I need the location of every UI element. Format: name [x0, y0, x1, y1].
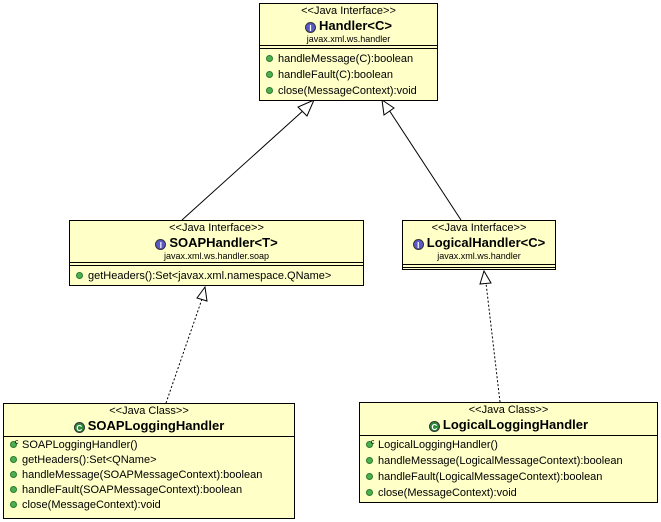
constructor-row: SOAPLoggingHandler() [10, 435, 294, 453]
public-method-icon [366, 457, 373, 464]
stereotype-label: <<Java Interface>> [301, 5, 396, 17]
public-method-icon [76, 272, 83, 279]
stereotype-label: <<Java Interface>> [431, 222, 527, 234]
public-method-icon [10, 456, 17, 463]
package-label: javax.xml.ws.handler [437, 251, 521, 261]
method-row: getHeaders():Set<QName> [10, 453, 294, 468]
class-name: LogicalLoggingHandler [442, 417, 589, 432]
constructor-icon [366, 435, 375, 451]
method-row: close(MessageContext):void [266, 83, 437, 99]
soaphandler-extends-arrowhead [297, 99, 315, 117]
soaphandler-extends-line [181, 108, 306, 221]
class-name: LogicalHandler<C> [426, 235, 546, 250]
logicallogging-implements-arrowhead [479, 269, 492, 285]
method-row: close(MessageContext):void [366, 485, 657, 501]
package-label: javax.xml.ws.handler [306, 34, 391, 44]
interface-icon: I [305, 22, 316, 33]
logicalhandler-extends-arrowhead [381, 98, 395, 116]
public-method-icon [366, 489, 373, 496]
public-method-icon [10, 471, 17, 478]
stereotype-label: <<Java Class>> [109, 405, 189, 417]
method-row: handleMessage(C):boolean [266, 51, 437, 67]
constructor-icon [10, 435, 19, 450]
public-method-icon [366, 473, 373, 480]
stereotype-label: <<Java Class>> [468, 404, 549, 416]
interface-icon: I [155, 239, 167, 250]
public-method-icon [266, 87, 273, 94]
method-row: getHeaders():Set<javax.xml.namespace.QNa… [76, 268, 363, 284]
soaplogging-implements-line [165, 298, 203, 404]
interface-icon: I [412, 239, 424, 250]
soaplogging-implements-arrowhead [196, 285, 208, 302]
class-name: SOAPLoggingHandler [87, 418, 225, 433]
logicallogging-implements-line [485, 282, 501, 403]
logicalhandler-extends-line [388, 109, 462, 221]
class-name: SOAPHandler<T> [169, 235, 278, 250]
method-row: close(MessageContext):void [10, 498, 294, 513]
constructor-row: LogicalLoggingHandler() [366, 435, 657, 453]
method-row: handleFault(C):boolean [266, 67, 437, 83]
package-label: javax.xml.ws.handler.soap [163, 251, 270, 261]
stereotype-label: <<Java Interface>> [169, 222, 264, 234]
class-name: Handler<C> [319, 18, 392, 33]
class-icon: C [73, 422, 85, 433]
public-method-icon [10, 501, 17, 508]
public-method-icon [10, 486, 17, 493]
public-method-icon [266, 71, 273, 78]
public-method-icon [266, 55, 273, 62]
method-row: handleMessage(SOAPMessageContext):boolea… [10, 468, 294, 483]
method-row: handleMessage(LogicalMessageContext):boo… [366, 453, 657, 469]
method-row: handleFault(SOAPMessageContext):boolean [10, 483, 294, 498]
method-row: handleFault(LogicalMessageContext):boole… [366, 469, 657, 485]
class-icon: C [428, 421, 440, 432]
